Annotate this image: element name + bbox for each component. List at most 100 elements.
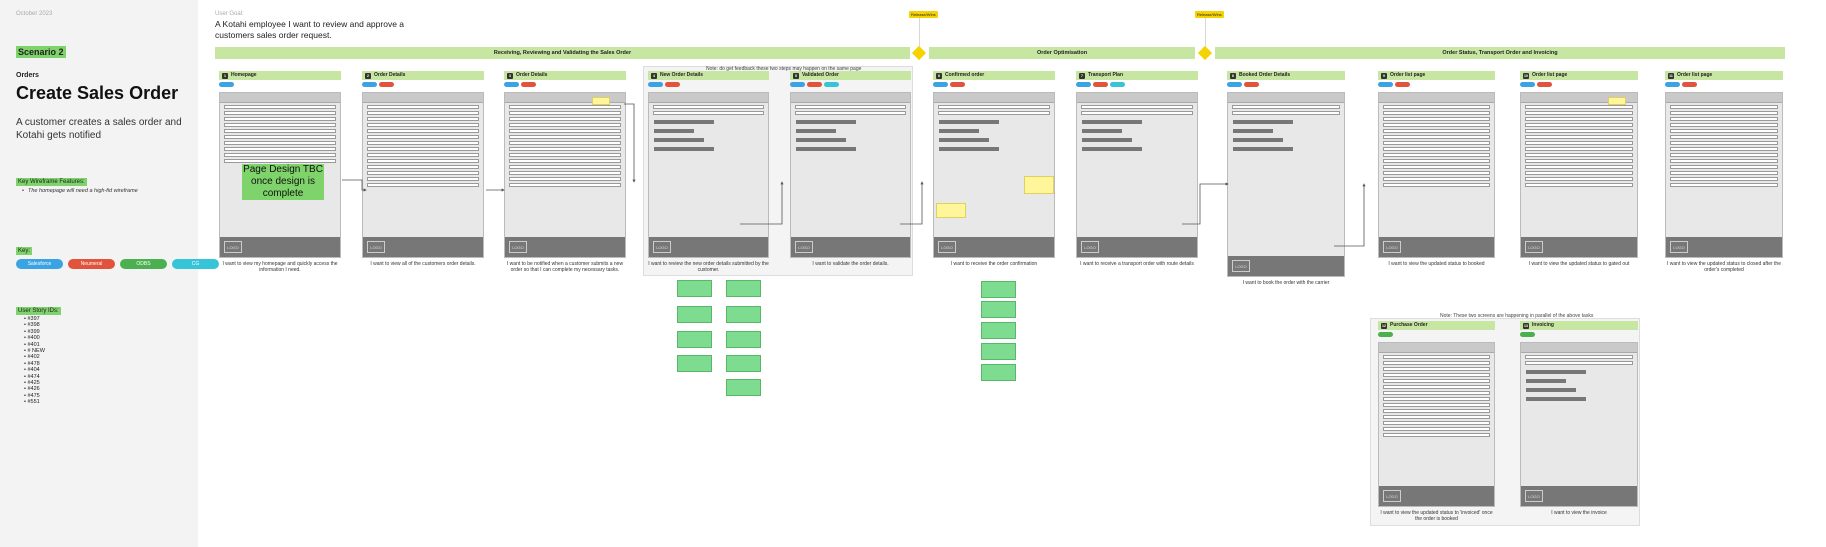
system-tag [1537,82,1552,87]
wireframe-header [363,93,483,103]
wireframe-row [1525,111,1633,115]
screen-title-text: Transport Plan [1088,72,1124,78]
logo-placeholder: LOGO [1525,490,1543,502]
wireframe-row [224,159,336,163]
wireframe-mock: LOGO [790,92,911,258]
wireframe-row [1525,141,1633,145]
screen-caption: I want to view the updated status to boo… [1388,261,1485,267]
wireframe-row [509,105,621,109]
wireframe-row [1383,123,1490,127]
yellow-sticky-note [1608,97,1626,105]
screen-tags [1520,82,1638,90]
wireframe-row [795,111,906,115]
key-pill: ODBS [120,259,167,269]
parallel-note: Note: These two screens are happening in… [1440,313,1594,319]
user-goal-text: A Kotahi employee I want to review and a… [215,19,405,40]
wireframe-header [1521,93,1637,103]
green-sticky-note [726,331,761,348]
wireframe-mock: LOGO [1520,92,1638,258]
user-story-id: #426 [24,386,45,392]
wireframe-row [1383,147,1490,151]
wireframe-header [1228,93,1344,103]
wireframe-row [1525,153,1633,157]
logo-placeholder: LOGO [795,241,813,253]
wireframe-row [1525,123,1633,127]
wireframe-row [509,165,621,169]
screen-caption: I want to view my homepage and quickly a… [222,261,338,273]
user-story-id: #425 [24,380,45,386]
user-story-ids-label: User Story IDs: [16,307,61,315]
system-tag [1244,82,1259,87]
system-tag [950,82,965,87]
wireframe-row [1383,427,1490,431]
wireframe-row [1383,141,1490,145]
wireframe-row [367,153,479,157]
design-tbc-label: Page Design TBC once design is complete [242,164,324,200]
user-story-id-list: #397#398#399#400#401# NEW#402#478#404#47… [24,316,45,406]
user-story-id: #400 [24,335,45,341]
wireframe-row [1670,111,1778,115]
wireframe-header [1077,93,1197,103]
screen-tags [219,82,341,90]
wireframe-row [1383,373,1490,377]
wireframe-header [1379,93,1494,103]
wireframe-row [796,129,836,133]
yellow-sticky-note [936,203,966,218]
wireframe-row [1670,129,1778,133]
screen-caption: I want to validate the order details. [812,261,889,267]
wireframe-row [1670,165,1778,169]
system-tag [521,82,536,87]
logo-placeholder: LOGO [653,241,671,253]
system-tag [1076,82,1091,87]
wireframe-row [367,117,479,121]
wireframe-footer: LOGO [1379,486,1494,506]
flow-arrow [740,181,784,225]
screen-caption: I want to view the invoice [1551,510,1607,516]
wireframe-row [1081,111,1193,115]
wireframe-row [1670,183,1778,187]
wireframe-row [938,111,1050,115]
wireframe-row [1670,153,1778,157]
wireframe-row [1525,355,1633,359]
user-story-id: #404 [24,367,45,373]
flow-arrow [1334,183,1366,247]
wireframe-header [1521,343,1637,353]
system-tag [665,82,680,87]
screen-caption: I want to receive the order confirmation [950,261,1038,267]
wireframe-row [1383,105,1490,109]
system-tag [1227,82,1242,87]
wireframe-row [509,123,621,127]
wireframe-mock: LOGO [1520,342,1638,507]
screen-caption: I want to view the updated status to 'in… [1380,510,1493,522]
logo-placeholder: LOGO [509,241,527,253]
wireframe-row [1670,135,1778,139]
wireframe-row [1525,105,1633,109]
system-tag [648,82,663,87]
wireframe-mock: LOGO [504,92,626,258]
wireframe-row [224,141,336,145]
screen-number: 2 [365,72,371,79]
wireframe-row [1383,361,1490,365]
wireframe-row [1525,183,1633,187]
logo-placeholder: LOGO [1383,490,1401,502]
wireframe-row [367,147,479,151]
wireframe-header [649,93,768,103]
logo-placeholder: LOGO [224,241,242,253]
user-goal-label: User Goal: [215,11,244,17]
green-sticky-note [981,343,1016,360]
wireframe-footer: LOGO [1666,237,1782,257]
screen-caption: I want to book the order with the carrie… [1242,280,1330,286]
key-pill: Salesforce [16,259,63,269]
screen-number: 7 [1079,72,1085,79]
wireframe-row [653,105,764,109]
system-tag [362,82,377,87]
wireframe-row [1525,165,1633,169]
milestone-line [1205,18,1206,48]
wireframe-footer: LOGO [934,237,1054,257]
